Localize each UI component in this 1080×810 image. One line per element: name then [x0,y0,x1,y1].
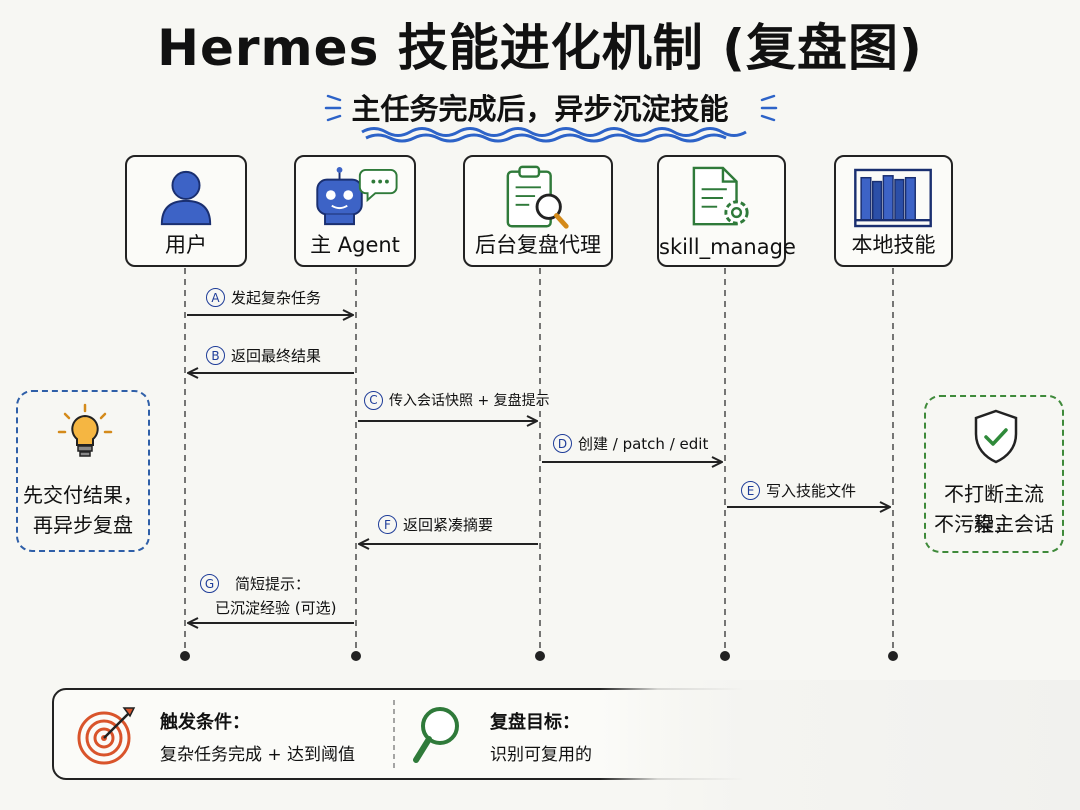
actor-user: 用户 [125,155,247,267]
message-c: C 传入会话快照 + 复盘提示 [364,390,550,410]
message-badge: D [553,434,572,453]
sparkle-right-icon [760,94,778,122]
actor-label: 后台复盘代理 [475,233,601,257]
bookshelf-icon [854,168,932,228]
left-note-line1: 先交付结果， [23,483,143,507]
robot-chat-icon [316,167,398,226]
actor-label: 本地技能 [851,233,936,257]
message-badge: E [741,481,760,500]
lifeline-end-dot [351,651,361,661]
lifeline-end-dot [720,651,730,661]
message-badge: B [206,346,225,365]
message-text: 返回最终结果 [231,347,322,365]
actor-skill-manage: skill_manage [657,155,796,267]
user-icon [160,170,212,226]
actor-main-agent: 主 Agent [294,155,416,267]
message-g: G 简短提示： 已沉淀经验 (可选) [200,572,336,620]
right-note-line2: 不污染主会话 [934,512,1054,536]
message-b: B 返回最终结果 [206,345,321,366]
message-text: 简短提示： [235,575,311,593]
clipboard-search-icon [506,165,569,229]
message-d: D 创建 / patch / edit [553,433,708,454]
lifeline-end-dot [535,651,545,661]
diagram-subtitle: 主任务完成后，异步沉淀技能 [351,92,729,126]
shield-check-icon [974,409,1018,464]
lifeline-end-dot [180,651,190,661]
message-a: A 发起复杂任务 [206,287,321,308]
trigger-title: 触发条件： [160,712,250,733]
actor-label: skill_manage [659,235,796,259]
actor-label: 用户 [165,233,207,257]
message-badge: A [206,288,225,307]
lightbulb-icon [57,403,113,457]
trigger-desc: 复杂任务完成 + 达到阈值 [160,745,356,765]
goal-title: 复盘目标： [490,712,580,733]
right-note-line1: 不打断主流程， [944,482,1044,536]
lifeline-end-dot [888,651,898,661]
message-text: 写入技能文件 [766,482,857,500]
subtitle-underline-wave [361,127,747,143]
sparkle-left-icon [324,94,342,122]
message-text: 返回紧凑摘要 [403,516,494,534]
diagram-title: Hermes 技能进化机制 (复盘图) [157,19,923,77]
message-text: 创建 / patch / edit [578,435,709,453]
message-badge: G [200,574,219,593]
left-note: 先交付结果， 再异步复盘 [16,390,150,552]
message-e: E 写入技能文件 [741,480,856,501]
divider [393,700,395,770]
message-badge: F [378,515,397,534]
message-text: 已沉淀经验 (可选) [215,599,337,617]
left-note-line2: 再异步复盘 [33,513,133,537]
right-note: 不打断主流程， 不污染主会话 [924,395,1064,553]
message-text: 发起复杂任务 [231,289,322,307]
goal-desc: 识别可复用的 [490,745,592,765]
actor-local-skills: 本地技能 [834,155,953,267]
message-f: F 返回紧凑摘要 [378,514,493,535]
message-text-block: 简短提示： 已沉淀经验 (可选) [215,572,336,620]
target-icon [77,707,136,765]
message-text: 传入会话快照 + 复盘提示 [389,393,550,409]
document-gear-icon [692,166,749,226]
magnifier-icon [413,707,459,763]
actor-label: 主 Agent [310,233,400,257]
message-badge: C [364,390,383,410]
actor-background-reviewer: 后台复盘代理 [463,155,613,267]
fade-overlay [600,680,1080,810]
